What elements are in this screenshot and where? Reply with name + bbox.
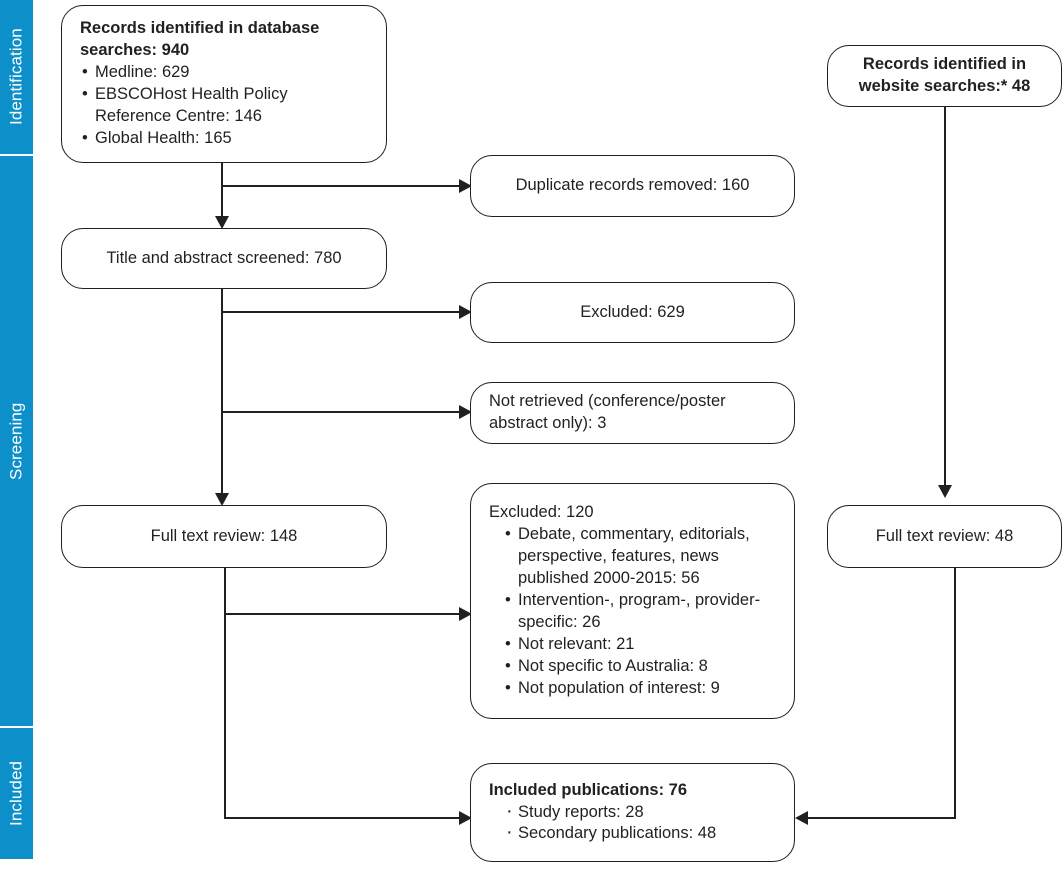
included-publications-title: Included publications: 76 [489,780,688,799]
connector-screened-stem [221,289,223,503]
box-website-searches: Records identified in website searches:*… [827,45,1062,107]
box-not-retrieved: Not retrieved (conference/poster abstrac… [470,382,795,444]
connector-fulltext-to-excluded120 [224,613,461,615]
connector-screened-to-excluded629 [221,311,461,313]
box-included-publications: Included publications: 76 Study reports:… [470,763,795,862]
list-item: Not specific to Australia: 8 [503,656,776,678]
phase-label-screening: Screening [6,402,26,480]
phase-bar-included [0,728,33,859]
included-publications-bullets: Study reports: 28 Secondary publications… [503,801,776,846]
arrowhead-to-excluded120 [459,607,472,621]
connector-web-fulltext-stem [954,568,956,819]
box-excluded-629: Excluded: 629 [470,282,795,343]
list-item: Medline: 629 [80,62,368,84]
list-item: Global Health: 165 [80,128,368,150]
phase-bar-screening [0,156,33,726]
list-item: Study reports: 28 [503,801,776,824]
connector-screened-to-not-retrieved [221,411,461,413]
connector-fulltext-stem [224,568,226,819]
arrowhead-to-full-text-review-db [215,493,229,506]
arrowhead-to-title-abstract [215,216,229,229]
excluded-120-title: Excluded: 120 [489,503,594,522]
connector-fulltext-to-included [224,817,461,819]
full-text-review-web-title: Full text review: 48 [875,526,1014,545]
arrowhead-to-included-right [795,811,808,825]
phase-label-identification: Identification [6,28,26,126]
title-abstract-screened-title: Title and abstract screened: 780 [106,248,342,267]
box-excluded-120: Excluded: 120 Debate, commentary, editor… [470,483,795,719]
box-full-text-review-db: Full text review: 148 [61,505,387,568]
excluded-629-title: Excluded: 629 [580,302,685,321]
phase-bar-identification [0,0,33,154]
phase-label-included: Included [6,760,26,827]
box-title-abstract-screened: Title and abstract screened: 780 [61,228,387,289]
list-item: Not population of interest: 9 [503,678,776,700]
arrowhead-to-full-text-review-web [938,485,952,498]
list-item: Not relevant: 21 [503,634,776,656]
box-database-searches: Records identified in database searches:… [61,5,387,163]
excluded-120-bullets: Debate, commentary, editorials, perspect… [503,524,776,700]
arrowhead-to-included-left [459,811,472,825]
list-item: Debate, commentary, editorials, perspect… [503,524,776,590]
connector-website-stem [944,107,946,495]
list-item: EBSCOHost Health Policy Reference Centre… [80,84,368,128]
database-searches-title: Records identified in database searches:… [80,19,320,60]
connector-db-to-duplicates [221,185,461,187]
connector-web-fulltext-to-included [807,817,956,819]
arrowhead-to-excluded629 [459,305,472,319]
duplicates-removed-title: Duplicate records removed: 160 [515,176,750,195]
list-item: Intervention-, program-, provider-specif… [503,590,776,634]
box-duplicates-removed: Duplicate records removed: 160 [470,155,795,217]
connector-db-stem [221,163,223,226]
not-retrieved-title: Not retrieved (conference/poster abstrac… [489,392,726,432]
database-searches-bullets: Medline: 629 EBSCOHost Health Policy Ref… [80,62,368,150]
full-text-review-db-title: Full text review: 148 [150,526,298,545]
arrowhead-to-duplicates [459,179,472,193]
box-full-text-review-web: Full text review: 48 [827,505,1062,568]
website-searches-title: Records identified in website searches:*… [858,55,1031,95]
arrowhead-to-not-retrieved [459,405,472,419]
list-item: Secondary publications: 48 [503,822,776,845]
